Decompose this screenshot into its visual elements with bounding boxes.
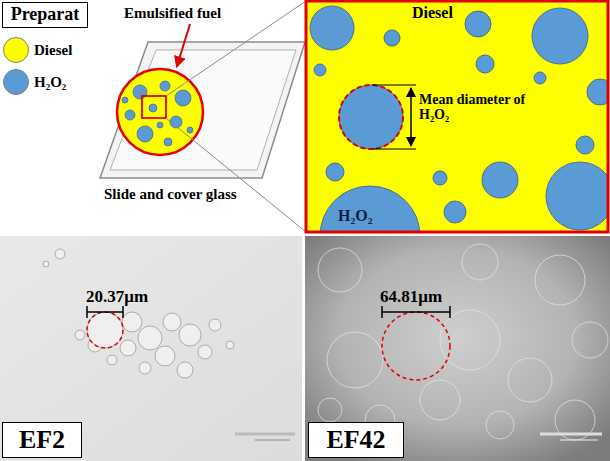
measurement-label: 20.37μm (86, 288, 148, 307)
box-text: EF42 (326, 426, 385, 455)
micrograph-ef42 (305, 236, 610, 461)
measurement-label: 64.81μm (380, 288, 442, 307)
sample-label-box: EF2 (2, 422, 82, 458)
legend-swatch (3, 69, 29, 95)
zoom-guide (166, 118, 306, 232)
legend-entry: Diesel (3, 37, 72, 63)
legend-entry: H₂O₂ (3, 69, 66, 95)
box-text: EF2 (19, 426, 65, 455)
region-label: Diesel (412, 4, 453, 22)
callout-label: Emulsified fuel (124, 5, 221, 22)
dimension-label: Mean diameter of H₂O₂ (419, 92, 547, 123)
emulsion-drop (117, 69, 203, 155)
droplet-label: H₂O₂ (338, 207, 372, 225)
slide-glass (100, 42, 305, 178)
legend-swatch (3, 37, 29, 63)
legend-text: H₂O₂ (34, 74, 66, 91)
pointer-arrow (177, 24, 190, 66)
box-text: Preparat (11, 5, 80, 25)
legend-text: Diesel (34, 42, 72, 59)
callout-label: Slide and cover glass (104, 186, 237, 203)
sample-label-box: EF42 (308, 422, 404, 458)
micrograph-ef2 (0, 236, 302, 461)
heading-box: Preparat (2, 2, 88, 28)
